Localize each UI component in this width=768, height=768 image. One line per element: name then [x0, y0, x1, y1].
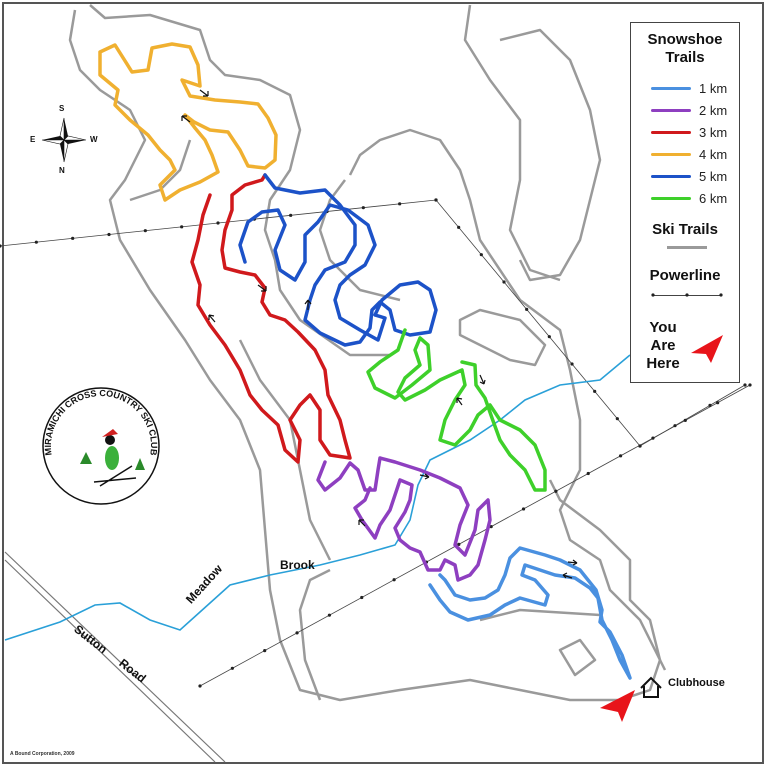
- compass-west: W: [90, 135, 98, 144]
- legend-item-1km: 1 km: [651, 80, 727, 96]
- trail-3km: [190, 173, 352, 464]
- powerline-pole: [398, 202, 402, 206]
- powerline-pole: [748, 383, 752, 387]
- powerline-pole: [489, 525, 493, 529]
- powerline-pole: [107, 232, 111, 237]
- powerline-pole: [554, 489, 558, 493]
- powerline-pole: [434, 198, 438, 202]
- compass-east: E: [30, 135, 36, 144]
- legend-item-4km: 4 km: [651, 146, 727, 162]
- powerline-pole: [743, 383, 747, 387]
- powerline-pole: [479, 253, 483, 257]
- powerline-pole: [216, 221, 220, 225]
- legend-title-line1: Snowshoe: [647, 31, 723, 48]
- powerline-pole: [295, 631, 299, 635]
- legend-label: 3 km: [699, 124, 728, 140]
- powerline-swatch: [653, 295, 721, 296]
- you-are-here-marker: [600, 690, 635, 722]
- trail-1km: [428, 546, 632, 680]
- clubhouse-label: Clubhouse: [668, 677, 725, 689]
- powerline-pole: [457, 225, 461, 229]
- direction-arrows: [181, 89, 578, 579]
- powerline-pole: [327, 613, 332, 617]
- brook-label: Brook: [280, 558, 315, 572]
- powerline-pole: [361, 206, 365, 210]
- legend-swatch: [651, 152, 691, 156]
- powerline-pole: [683, 418, 687, 423]
- legend-swatch: [651, 108, 691, 112]
- legend-swatch: [651, 174, 691, 178]
- powerline-pole: [586, 471, 590, 476]
- powerline-pole: [392, 578, 396, 582]
- legend-label: 4 km: [699, 146, 728, 162]
- powerline-pole: [716, 401, 720, 405]
- powerline-pole: [289, 213, 293, 217]
- powerline-pole: [708, 403, 712, 407]
- powerline-pole: [180, 225, 184, 229]
- legend-swatch: [651, 86, 691, 90]
- legend-item-5km: 5 km: [651, 168, 727, 184]
- logo-ring: [42, 387, 160, 505]
- powerline-pole: [502, 280, 506, 284]
- trail-5km: [238, 173, 438, 347]
- legend-swatch: [651, 130, 691, 134]
- powerline-label: Powerline: [649, 267, 721, 284]
- legend-label: 1 km: [699, 80, 728, 96]
- legend: Snowshoe Trails 1 km 2 km 3 km 4 km 5 km 6 km…: [630, 22, 740, 383]
- powerline-pole: [360, 595, 364, 600]
- trail-4km: [98, 42, 278, 202]
- club-logo: MIRAMICHI CROSS COUNTRY SKI CLUB: [42, 387, 160, 505]
- legend-item-6km: 6 km: [651, 190, 727, 206]
- powerline-pole: [34, 240, 38, 244]
- ski-trail-swatch: [667, 246, 707, 249]
- meadow-brook: [4, 354, 631, 641]
- legend-item-2km: 2 km: [651, 102, 727, 118]
- powerline-pole: [673, 424, 677, 428]
- powerline-pole: [615, 417, 619, 421]
- legend-item-3km: 3 km: [651, 124, 727, 140]
- sutton-road: [4, 551, 226, 763]
- legend-label: 6 km: [699, 190, 728, 206]
- legend-swatch: [651, 196, 691, 200]
- trail-6km: [366, 328, 547, 492]
- trail-2km: [316, 456, 492, 582]
- legend-title-line2: Trails: [665, 49, 705, 66]
- ski-trails: [68, 4, 667, 702]
- powerline-pole: [521, 507, 526, 511]
- powerline-pole: [263, 648, 267, 653]
- powerline-pole: [638, 444, 642, 448]
- powerline-pole: [525, 307, 529, 311]
- powerline-pole: [570, 362, 574, 366]
- powerline-pole: [593, 389, 597, 393]
- legend-label: 5 km: [699, 168, 728, 184]
- powerline-pole: [0, 244, 2, 248]
- powerline-pole: [198, 684, 202, 688]
- credit: A Bound Corporation, 2009: [10, 751, 75, 757]
- powerline-pole: [71, 236, 75, 240]
- powerline-pole: [651, 436, 655, 440]
- you-are-here-line2: Are: [650, 337, 676, 354]
- powerline-pole: [230, 666, 234, 670]
- powerline-pole: [143, 229, 147, 233]
- powerline-pole: [457, 542, 461, 546]
- compass-south: S: [59, 104, 65, 113]
- you-are-here-line1: You: [649, 319, 677, 336]
- ski-trails-label: Ski Trails: [652, 221, 718, 238]
- you-are-here-line3: Here: [646, 355, 680, 372]
- compass-north: N: [59, 166, 65, 175]
- legend-label: 2 km: [699, 102, 728, 118]
- clubhouse-icon: [640, 676, 662, 698]
- powerline-pole: [618, 454, 623, 458]
- compass-rose-icon: [41, 117, 87, 163]
- powerline-pole: [547, 335, 551, 339]
- skier-figure-icon: [80, 429, 145, 487]
